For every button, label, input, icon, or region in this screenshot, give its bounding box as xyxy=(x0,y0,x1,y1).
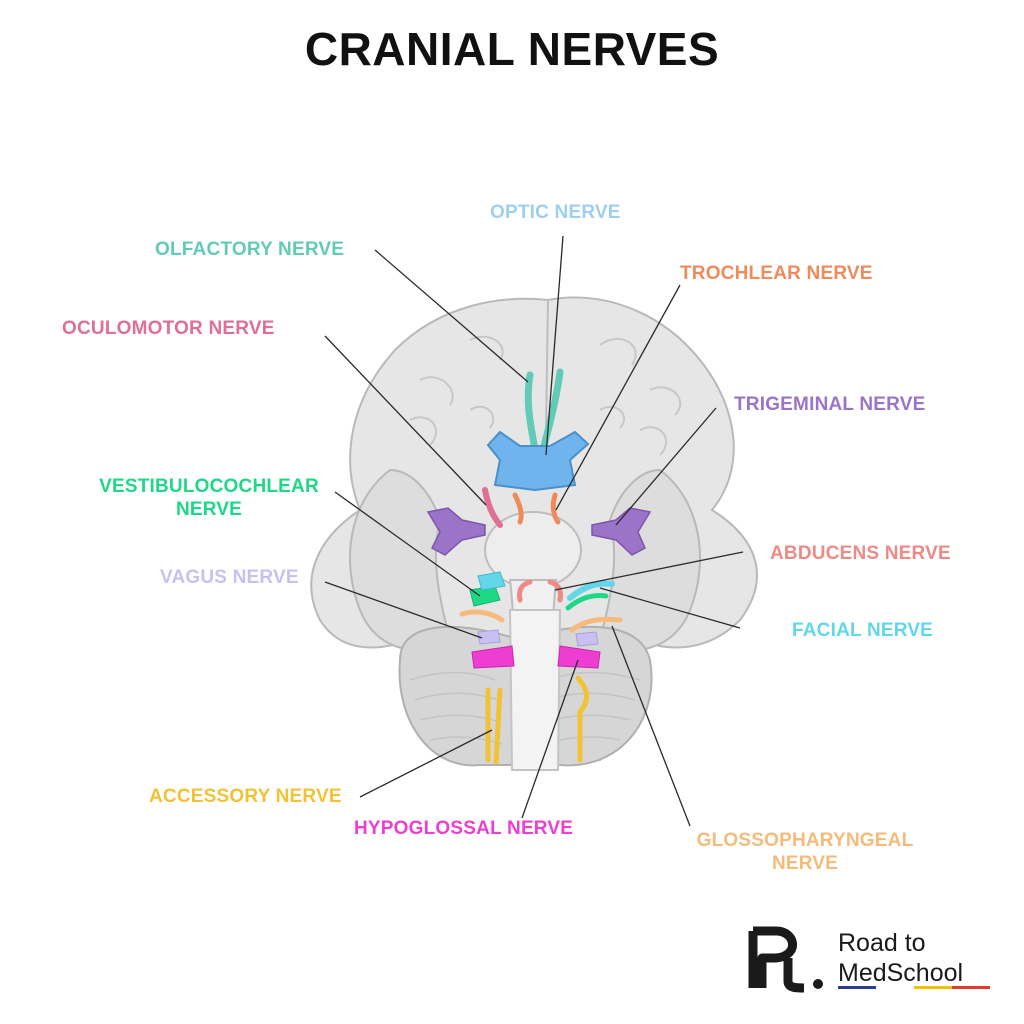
label-glossopharyngeal-nerve: GLOSSOPHARYNGEAL NERVE xyxy=(680,829,930,875)
leader-olfactory xyxy=(374,249,529,383)
logo-stripe-blue xyxy=(838,986,876,989)
nerves xyxy=(426,368,652,765)
leader-abducens xyxy=(554,551,744,591)
leader-hypoglossal xyxy=(521,659,579,819)
gyri xyxy=(409,335,682,456)
glossopharyngeal-nerve-shape xyxy=(459,609,623,633)
leader-optic xyxy=(545,235,564,456)
label-vestibulocochlear-nerve: VESTIBULOCOCHLEAR NERVE xyxy=(84,475,334,521)
vestibulocochlear-nerve-right-shape xyxy=(565,593,609,611)
label-vagus-nerve: VAGUS NERVE xyxy=(160,567,299,588)
logo-text: Road to MedSchool xyxy=(838,928,963,988)
olfactory-nerve-shape xyxy=(524,368,564,454)
facial-nerve-left-shape xyxy=(477,571,506,591)
leader-facial xyxy=(599,587,741,629)
spinal-cord xyxy=(508,609,562,771)
label-trigeminal-nerve: TRIGEMINAL NERVE xyxy=(734,394,926,415)
label-trochlear-nerve: TROCHLEAR NERVE xyxy=(680,263,873,284)
logo-stripe-yellow xyxy=(914,986,952,989)
leader-trochlear xyxy=(555,284,681,511)
trigeminal-nerve-left-shape xyxy=(426,507,486,556)
logo-line1: Road to xyxy=(838,929,926,957)
longitudinal-fissure xyxy=(545,299,549,431)
label-vestibulocochlear-line2: NERVE xyxy=(175,499,243,520)
road-to-medschool-logo-icon xyxy=(748,926,823,993)
leader-lines xyxy=(324,235,744,827)
facial-nerve-right-shape xyxy=(567,580,615,601)
label-hypoglossal-nerve: HYPOGLOSSAL NERVE xyxy=(354,818,574,839)
leader-vestibulocochlear xyxy=(334,491,481,597)
vagus-nerve-shape xyxy=(477,629,599,647)
logo-stripe-red xyxy=(952,986,990,989)
leader-trigeminal xyxy=(615,407,717,526)
trochlear-nerve-shape xyxy=(512,492,561,525)
abducens-nerve-shape xyxy=(517,579,563,603)
label-glossopharyngeal-line2: NERVE xyxy=(771,853,839,874)
logo-stripe-white xyxy=(876,986,914,989)
brain-base xyxy=(310,296,758,771)
leader-glossopharyngeal xyxy=(611,625,691,827)
label-accessory-nerve: ACCESSORY NERVE xyxy=(149,786,342,807)
leader-accessory xyxy=(359,729,493,798)
trigeminal-nerve-right-shape xyxy=(591,507,652,556)
label-vestibulocochlear-line1: VESTIBULOCOCHLEAR xyxy=(99,476,319,497)
page-title: CRANIAL NERVES xyxy=(304,23,720,75)
label-optic-nerve: OPTIC NERVE xyxy=(490,202,621,223)
oculomotor-nerve-shape xyxy=(482,487,503,528)
label-abducens-nerve: ABDUCENS NERVE xyxy=(770,543,951,564)
label-facial-nerve: FACIAL NERVE xyxy=(792,620,934,641)
accessory-nerve-shape xyxy=(485,675,589,765)
label-olfactory-nerve: OLFACTORY NERVE xyxy=(155,239,345,260)
hypoglossal-nerve-left-shape xyxy=(471,645,515,669)
label-glossopharyngeal-line1: GLOSSOPHARYNGEAL xyxy=(696,830,914,851)
label-oculomotor-nerve: OCULOMOTOR NERVE xyxy=(62,318,275,339)
leader-vagus xyxy=(324,581,483,639)
leader-oculomotor xyxy=(324,335,487,506)
hypoglossal-nerve-right-shape xyxy=(557,645,601,669)
logo-stripe xyxy=(838,986,990,989)
optic-chiasm-shape xyxy=(486,430,590,492)
logo-line2: MedSchool xyxy=(838,959,964,987)
